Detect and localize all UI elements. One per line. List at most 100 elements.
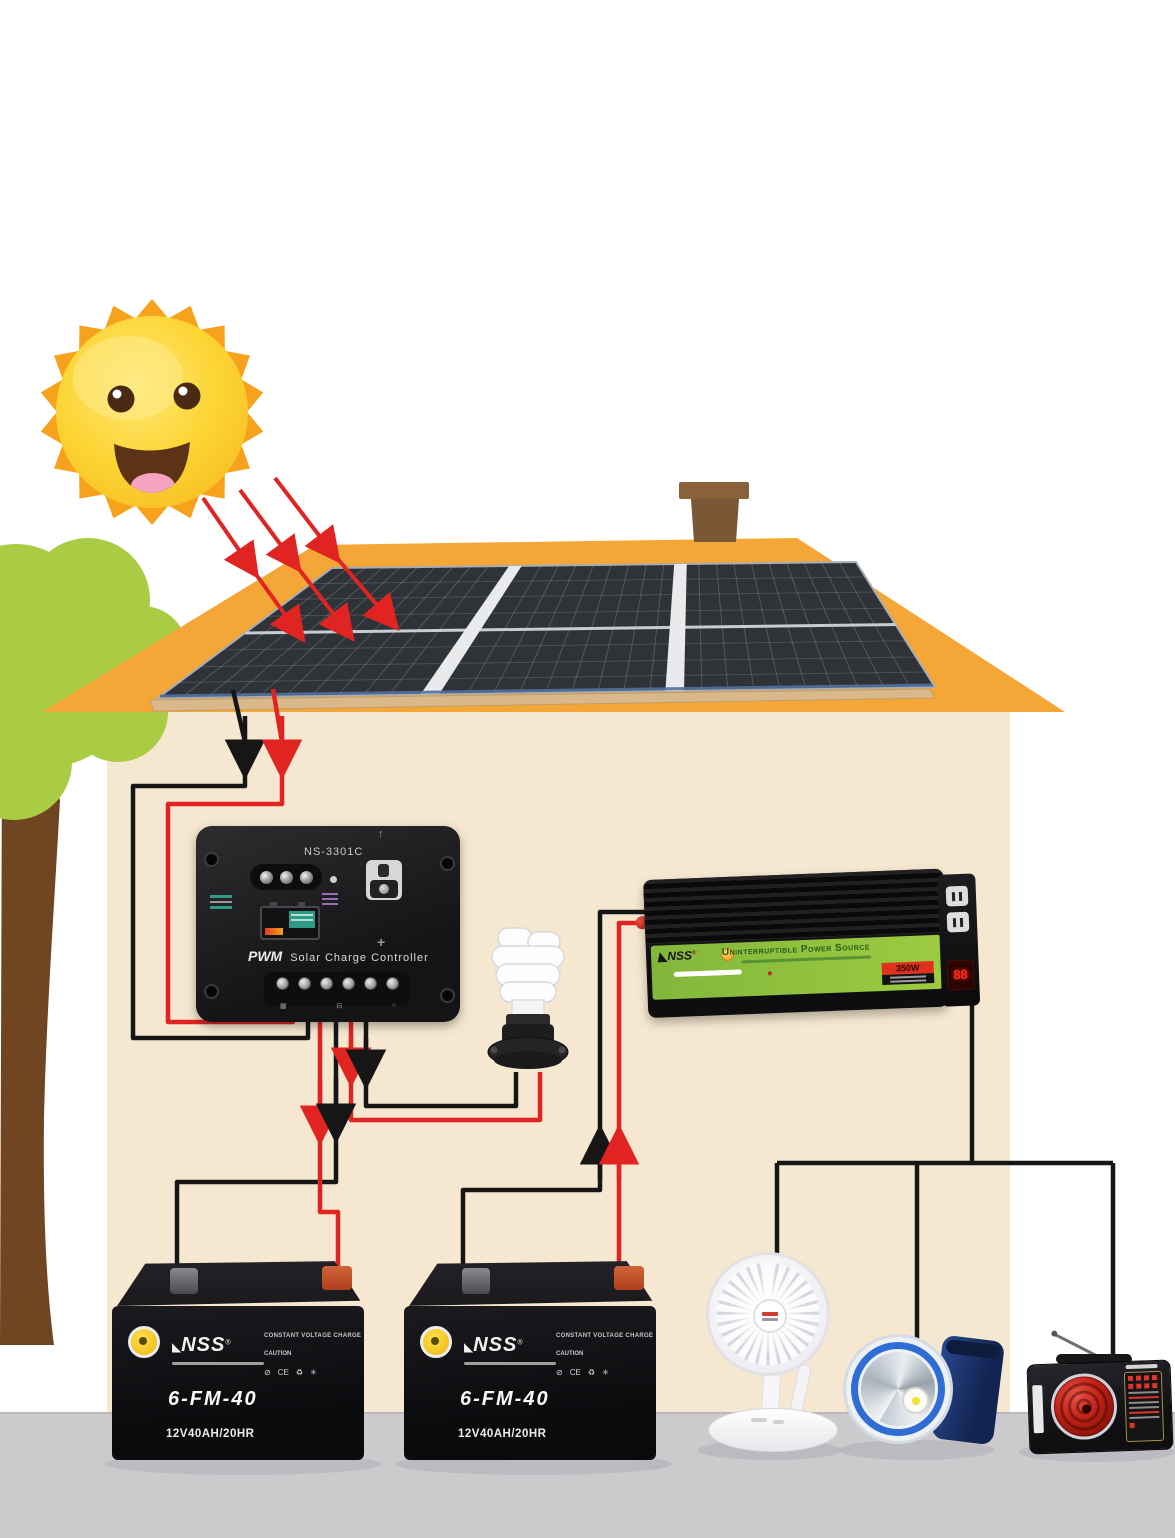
flashlight-head	[843, 1334, 953, 1444]
sun-eye-left	[107, 385, 135, 413]
status-led-panel	[250, 864, 322, 890]
terminal-screw	[297, 977, 311, 990]
battery-brand-subtext-bar	[464, 1362, 556, 1365]
spec-text-pills	[764, 966, 860, 976]
recycle-icon: ♻	[295, 1368, 303, 1377]
radio-control-panel	[1123, 1370, 1165, 1443]
chimney	[679, 482, 749, 542]
controller-title: Solar Charge Controller	[290, 952, 429, 964]
battery-positive-terminal	[322, 1266, 352, 1290]
battery-front-face: ◣NSS® 6-FM-40 12V40AH/20HR CONSTANT VOLT…	[112, 1306, 364, 1460]
battery-spec-block: CONSTANT VOLTAGE CHARGE CAUTION ⊘ CE ♻ ✳	[556, 1324, 653, 1377]
battery-top-face	[409, 1261, 653, 1306]
adjust-arrows-icon: +	[377, 934, 386, 950]
label-stripes	[656, 968, 756, 978]
recycle-icon: ♻	[587, 1368, 595, 1377]
radio-body	[1026, 1359, 1174, 1455]
heat-sink-fins	[643, 868, 946, 945]
panel-voltage-diagram	[210, 892, 232, 912]
radio-brand-text-bar	[1125, 1363, 1158, 1370]
ac-outlet	[945, 885, 969, 907]
battery-caution-label: CAUTION	[556, 1351, 584, 1357]
led-indicator	[279, 870, 293, 884]
inverter-outlet-panel: 88	[937, 873, 981, 1007]
mode-button	[370, 880, 398, 898]
flashlight-blue-ring	[851, 1342, 945, 1436]
fan-base	[708, 1408, 838, 1452]
light-sensor-module	[366, 860, 402, 900]
fan-hub	[753, 1299, 787, 1333]
inverter-label: ◣NSS® Uninterruptible Power Source 350W	[650, 934, 943, 1000]
fan-blades	[717, 1263, 819, 1365]
voltage-led-display: 88	[946, 959, 975, 991]
bulb-neck	[511, 999, 545, 1017]
inverter-ups: ◣NSS® Uninterruptible Power Source 350W	[635, 868, 983, 1049]
star-icon: ✳	[602, 1368, 609, 1377]
radio-handle	[1056, 1354, 1132, 1364]
battery-rating: 12V40AH/20HR	[458, 1428, 547, 1440]
solar-panel-icon: ▦	[280, 1003, 287, 1010]
terminal-screw	[385, 977, 399, 990]
radio-icon	[1020, 1328, 1175, 1455]
controller-tech-label: PWM	[248, 948, 283, 964]
mount-hole	[440, 988, 455, 1003]
ce-mark: CE	[277, 1368, 289, 1377]
terminal-screw	[341, 977, 355, 990]
flashlight-led	[902, 1387, 929, 1414]
sun-rays	[201, 476, 400, 643]
desk-fan-icon	[704, 1248, 844, 1453]
lcd-screen	[289, 911, 315, 928]
battery-model: 6-FM-40	[460, 1388, 550, 1410]
arrow-up-icon: ↑	[378, 828, 384, 840]
bulb-socket	[487, 1014, 569, 1069]
fan-head	[706, 1252, 830, 1376]
radio-side-lamp	[1032, 1385, 1044, 1434]
battery-badge-icon	[420, 1326, 452, 1358]
panel-mount-strip	[149, 688, 935, 712]
terminal-screw	[363, 977, 377, 990]
battery-positive-terminal	[614, 1266, 644, 1290]
battery-negative-terminal	[462, 1268, 490, 1294]
load-diagram	[322, 890, 338, 908]
battery-model: 6-FM-40	[168, 1388, 258, 1410]
mount-hole	[204, 852, 219, 867]
sun-smiley-icon	[40, 299, 264, 525]
tree-trunk	[0, 752, 60, 1345]
battery-2: ◣NSS® 6-FM-40 12V40AH/20HR CONSTANT VOLT…	[402, 1250, 668, 1465]
radio-speaker	[1049, 1372, 1119, 1441]
panel-glint	[159, 683, 933, 698]
flashlight-icon	[843, 1332, 1008, 1450]
battery-brand: ◣NSS®	[464, 1334, 523, 1356]
inverter-body: ◣NSS® Uninterruptible Power Source 350W	[643, 868, 949, 1019]
battery-brand: ◣NSS®	[172, 1334, 231, 1356]
controller-display	[260, 902, 320, 940]
battery-badge-icon	[128, 1326, 160, 1358]
charge-controller: NS-3301C ↑ + PWM Solar Charge Controller	[196, 826, 460, 1022]
star-icon: ✳	[310, 1368, 317, 1377]
mount-hole	[440, 856, 455, 871]
battery-negative-terminal	[170, 1268, 198, 1294]
terminal-strip	[264, 972, 410, 1006]
ce-mark: CE	[569, 1368, 581, 1377]
keyhole-slot	[378, 864, 389, 877]
ac-outlet	[946, 911, 970, 933]
charge-level-bar	[265, 928, 283, 935]
bulb-icon: ○	[391, 1002, 396, 1009]
battery-rating: 12V40AH/20HR	[166, 1428, 255, 1440]
battery-icon: ⊟	[336, 1003, 343, 1010]
battery-front-face: ◣NSS® 6-FM-40 12V40AH/20HR CONSTANT VOLT…	[404, 1306, 656, 1460]
terminal-screw	[319, 977, 333, 990]
terminal-screw	[275, 977, 289, 990]
battery-top-face	[117, 1261, 361, 1306]
battery-spec-block: CONSTANT VOLTAGE CHARGE CAUTION ⊘ CE ♻ ✳	[264, 1324, 361, 1377]
battery-brand-subtext-bar	[172, 1362, 264, 1365]
led-indicator	[259, 870, 273, 884]
battery-spec-title: CONSTANT VOLTAGE CHARGE	[556, 1333, 654, 1339]
controller-model: NS-3301C	[304, 846, 364, 858]
power-rating-subbar	[881, 973, 935, 986]
cert-check-icon: ⊘	[556, 1368, 563, 1377]
mount-hole	[204, 984, 219, 999]
cfl-bulb-icon	[487, 927, 569, 1069]
battery-1: ◣NSS® 6-FM-40 12V40AH/20HR CONSTANT VOLT…	[110, 1250, 376, 1465]
